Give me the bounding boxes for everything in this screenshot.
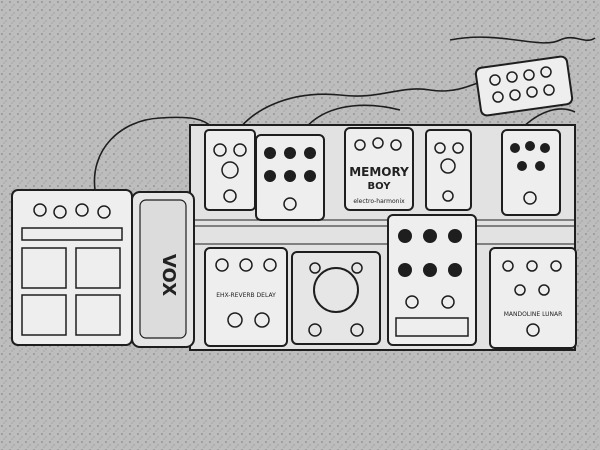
pedal-top-5 bbox=[501, 129, 561, 216]
memory-pedal-maker: electro-harmonix bbox=[353, 198, 405, 205]
junction-box bbox=[474, 55, 574, 117]
pedal-top-1 bbox=[204, 129, 256, 211]
pedal-top-2 bbox=[255, 134, 325, 221]
board-rails bbox=[190, 219, 575, 245]
pedal-bottom-2 bbox=[291, 251, 381, 345]
pedal-top-4 bbox=[425, 129, 472, 211]
memory-pedal: MEMORY BOY electro-harmonix bbox=[344, 127, 414, 211]
memory-pedal-sub: BOY bbox=[367, 181, 391, 192]
pedal-bottom-1: EHX-REVERB DELAY bbox=[204, 247, 288, 347]
wah-brand-label: VOX bbox=[158, 254, 179, 296]
wah-pedal: VOX bbox=[131, 191, 195, 348]
pedal-left-mid-label: EHX-REVERB DELAY bbox=[216, 292, 276, 299]
pedal-bottom-3 bbox=[387, 214, 477, 346]
switcher-pedal bbox=[11, 189, 133, 346]
pedal-bottom-4: MANDOLINE LUNAR bbox=[489, 247, 577, 349]
memory-pedal-name: MEMORY bbox=[349, 165, 409, 179]
pedal-right-mid-label: MANDOLINE LUNAR bbox=[504, 311, 563, 318]
